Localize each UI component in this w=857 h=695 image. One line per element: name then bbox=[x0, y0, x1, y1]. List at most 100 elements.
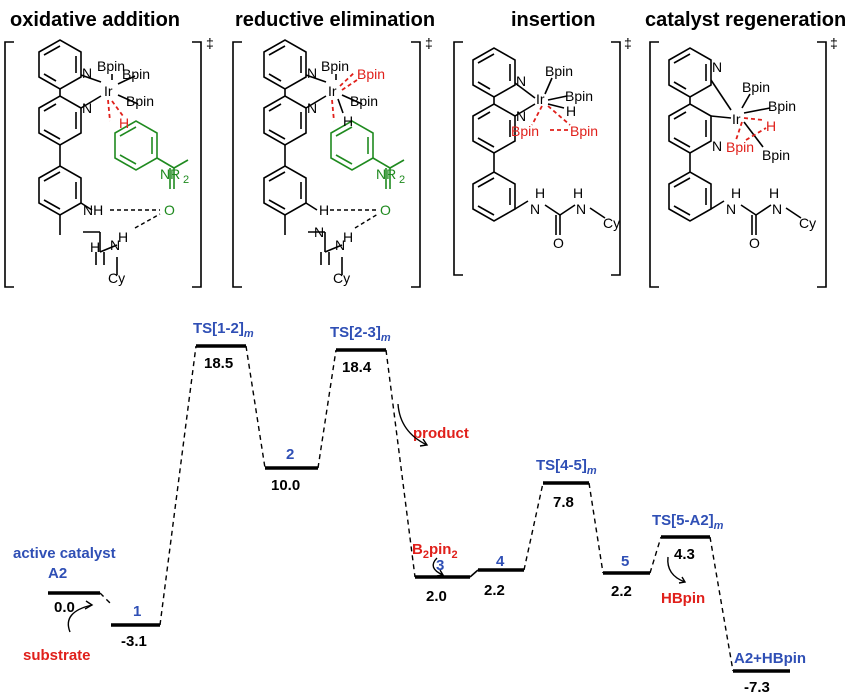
structure-oxidative-addition bbox=[4, 39, 202, 288]
pyridine-ring-bottom bbox=[668, 103, 712, 154]
structure-insertion bbox=[453, 41, 621, 276]
atom-bpin-red-2: Bpin bbox=[570, 123, 598, 139]
label-a2hbpin: A2+HBpin bbox=[734, 650, 806, 667]
atom-bpin-1: Bpin bbox=[321, 58, 349, 74]
atom-n1: N bbox=[82, 65, 92, 81]
atom-ir: Ir bbox=[536, 91, 545, 107]
atom-h-amide: H bbox=[319, 202, 329, 218]
atom-cy: Cy bbox=[333, 270, 350, 286]
label-ts12: TS[1-2]m bbox=[193, 320, 254, 340]
atom-labels-ins: N N Ir Bpin Bpin H Bpin Bpin H N O H N C… bbox=[511, 35, 632, 251]
atom-labels-cr: N N Ir Bpin Bpin H Bpin Bpin H N O H N C… bbox=[712, 35, 838, 251]
annotation-b2pin2: B2pin2 bbox=[412, 541, 458, 561]
pyridine-ring-top bbox=[38, 39, 82, 90]
pyridine-ring-top bbox=[668, 47, 712, 98]
energy-ts5a2: 4.3 bbox=[674, 546, 695, 563]
atom-h-urea: H bbox=[118, 229, 128, 245]
label-5: 5 bbox=[621, 553, 629, 570]
connector-3-4 bbox=[469, 569, 479, 578]
arrow-b2pin2 bbox=[432, 557, 444, 576]
atom-ir: Ir bbox=[328, 83, 337, 99]
atom-bpin-1: Bpin bbox=[742, 79, 770, 95]
pyridine-ring-top bbox=[472, 47, 516, 98]
arrow-hbpin bbox=[667, 556, 686, 583]
atom-h-red: H bbox=[119, 115, 129, 131]
red-dashed-bonds-ins bbox=[531, 105, 571, 131]
panel-title-catalyst-regeneration: catalyst regeneration bbox=[645, 9, 846, 31]
atom-h-nh1: H bbox=[731, 185, 741, 201]
atom-n-urea-1: N bbox=[726, 201, 736, 217]
dagger-1: ‡ bbox=[206, 35, 214, 51]
atom-h-red: H bbox=[766, 118, 776, 134]
energy-a2: 0.0 bbox=[54, 599, 75, 616]
atom-n-amide: N bbox=[314, 224, 324, 240]
energy-ts23: 18.4 bbox=[342, 359, 372, 376]
energy-ts45: 7.8 bbox=[553, 494, 574, 511]
atom-nr2: NR bbox=[160, 166, 180, 182]
profile-connectors bbox=[99, 345, 734, 672]
atom-bpin-3: Bpin bbox=[350, 93, 378, 109]
atom-h: H bbox=[343, 113, 353, 129]
hbond-dashes-oa bbox=[110, 209, 161, 229]
atom-cy: Cy bbox=[603, 215, 620, 231]
label-ts45: TS[4-5]m bbox=[536, 457, 597, 477]
energy-1: -3.1 bbox=[121, 633, 147, 650]
atom-h-amide: H bbox=[90, 239, 100, 255]
green-substrate-re bbox=[330, 120, 405, 189]
atom-bpin-3: Bpin bbox=[126, 93, 154, 109]
bracket-left bbox=[453, 41, 463, 276]
label-ts23: TS[2-3]m bbox=[330, 324, 391, 344]
energy-5: 2.2 bbox=[611, 583, 632, 600]
arrowhead-product bbox=[419, 438, 429, 447]
label-active-catalyst: active catalyst bbox=[13, 545, 116, 562]
atom-h: H bbox=[566, 103, 576, 119]
phenyl-ring bbox=[668, 171, 712, 222]
atom-h-urea: H bbox=[343, 229, 353, 245]
hbond-dashes-re bbox=[330, 209, 379, 229]
bracket-right bbox=[411, 41, 421, 288]
atom-cy: Cy bbox=[108, 270, 125, 286]
annotation-substrate: substrate bbox=[23, 647, 91, 664]
atom-n1: N bbox=[307, 65, 317, 81]
energy-2: 10.0 bbox=[271, 477, 300, 494]
panel-title-oxidative-addition: oxidative addition bbox=[10, 9, 180, 31]
annotation-hbpin: HBpin bbox=[661, 590, 705, 607]
label-2: 2 bbox=[286, 446, 294, 463]
atom-nh: NH bbox=[83, 202, 103, 218]
arrow-product bbox=[397, 403, 428, 446]
atom-nr2: NR bbox=[376, 166, 396, 182]
atom-n2: N bbox=[82, 100, 92, 116]
phenyl-ring bbox=[472, 171, 516, 222]
atom-ir: Ir bbox=[732, 111, 741, 127]
bracket-right bbox=[817, 41, 827, 288]
pyridine-ring-top bbox=[263, 39, 307, 90]
energy-profile: active catalyst A2 1 TS[1-2]m 2 TS[2-3]m… bbox=[13, 320, 806, 695]
bracket-right bbox=[192, 41, 202, 288]
red-dashed-bonds-oa bbox=[107, 99, 124, 122]
atom-ir: Ir bbox=[104, 83, 113, 99]
atom-bpin-2: Bpin bbox=[565, 88, 593, 104]
arrowhead-substrate bbox=[84, 600, 94, 610]
red-dashed-bonds-re bbox=[331, 71, 358, 122]
energy-3: 2.0 bbox=[426, 588, 447, 605]
atom-bpin-2: Bpin bbox=[122, 66, 150, 82]
dagger-4: ‡ bbox=[830, 35, 838, 51]
pyridine-ring-bottom bbox=[38, 95, 82, 146]
atom-h-nh1: H bbox=[535, 185, 545, 201]
atom-n-urea-1: N bbox=[530, 201, 540, 217]
atom-n-urea: N bbox=[335, 237, 345, 253]
label-4: 4 bbox=[496, 553, 505, 570]
atom-bpin-1: Bpin bbox=[97, 58, 125, 74]
phenyl-ring bbox=[263, 165, 307, 216]
red-dashed-bonds-cr bbox=[735, 117, 767, 141]
label-a2: A2 bbox=[48, 565, 67, 582]
atom-h-nh2: H bbox=[573, 185, 583, 201]
atom-bpin-red-1: Bpin bbox=[511, 123, 539, 139]
atom-o: O bbox=[380, 202, 391, 218]
atom-bpin-red: Bpin bbox=[726, 139, 754, 155]
atom-n2: N bbox=[516, 108, 526, 124]
atom-o: O bbox=[553, 235, 564, 251]
